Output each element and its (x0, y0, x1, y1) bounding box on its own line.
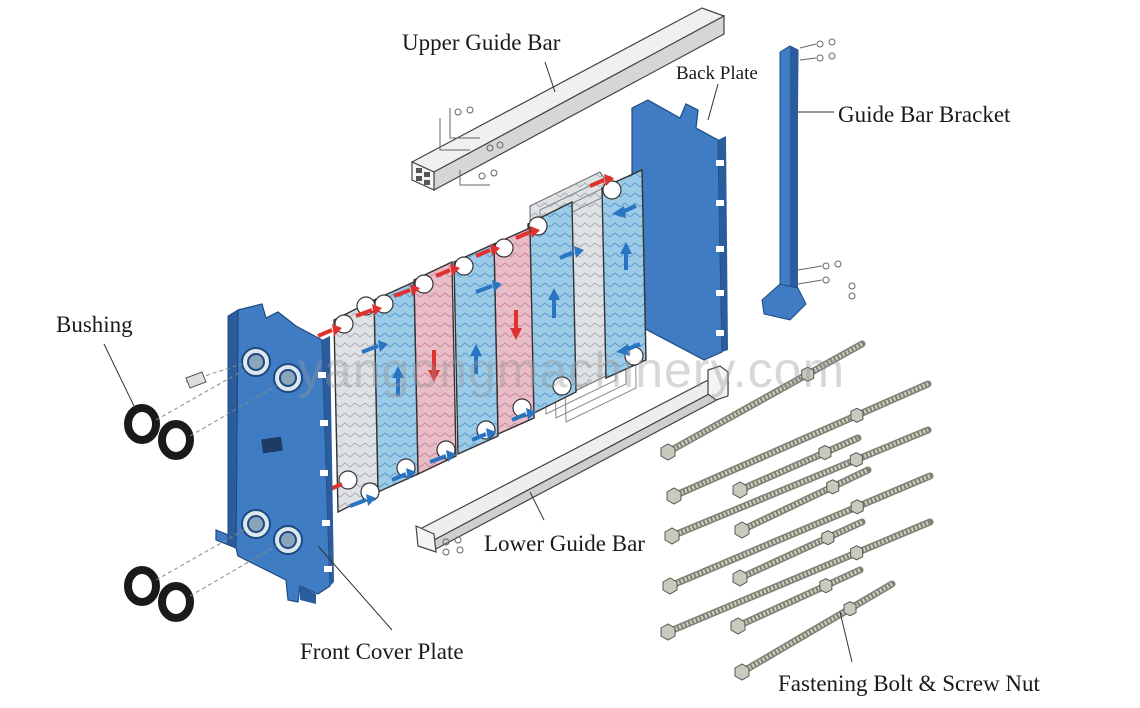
blue-arrow-icon (429, 450, 456, 464)
fastening-bolt (666, 380, 932, 505)
fastening-bolt (732, 518, 866, 587)
blue-arrow-icon (616, 342, 641, 356)
front-cover-ports (241, 347, 303, 555)
bolt-head (734, 521, 750, 539)
back-plate (631, 99, 728, 361)
screw-nut (819, 578, 833, 594)
guide-bar-bracket-label: Guide Bar Bracket (838, 102, 1011, 127)
front-cover-plate-label: Front Cover Plate (300, 639, 464, 664)
bolt-head (662, 577, 678, 595)
fastening-bolt-label: Fastening Bolt & Screw Nut (778, 671, 1040, 696)
fastening-bolts (660, 340, 934, 681)
bushing-label: Bushing (56, 312, 133, 337)
bushing-leader (103, 343, 135, 407)
fastening-bolt (732, 434, 862, 499)
bolt-head (664, 527, 680, 545)
bushings (124, 363, 277, 622)
bolt-head (732, 569, 748, 587)
bushing-bottom-right (158, 582, 194, 622)
screw-nut (843, 601, 857, 617)
screw-nut (850, 407, 864, 423)
watermark-text: yangongmachinery.com (298, 342, 846, 398)
plate-grey-start (333, 296, 380, 514)
bolt-head (730, 617, 746, 635)
blue-arrow-icon (559, 246, 584, 260)
bolt-head (666, 487, 682, 505)
red-arrow-icon (355, 304, 382, 318)
plate-blue-4 (601, 168, 647, 380)
red-arrow-icon (435, 264, 460, 278)
red-arrow-icon (475, 244, 500, 258)
blue-arrow-icon (511, 408, 536, 422)
bushing-top-left (124, 404, 160, 444)
screw-nut (801, 366, 815, 382)
bolt-head (660, 623, 676, 641)
fastening-bolt (664, 426, 932, 545)
lower-guide-bar (415, 365, 730, 556)
red-arrow-icon (510, 310, 522, 340)
red-arrow-icon (515, 226, 540, 240)
fastening-bolt (734, 466, 872, 539)
fastening-bolt (662, 472, 934, 595)
blue-arrow-icon (471, 428, 496, 442)
screw-nut (849, 452, 863, 468)
lower-guide-bar-label: Lower Guide Bar (484, 531, 645, 556)
blue-arrow-icon (475, 280, 502, 294)
fastening-bolt (660, 518, 934, 641)
bushing-bottom-left (124, 566, 160, 606)
blue-arrow-icon (392, 366, 404, 396)
upper-guide-bar (410, 7, 726, 192)
screw-nut (821, 530, 835, 546)
blue-arrow-icon (548, 288, 560, 318)
red-arrow-icon (317, 324, 342, 338)
screw-nut (850, 545, 864, 561)
screw-nut (826, 479, 840, 495)
fastening-bolt (734, 580, 896, 681)
blue-arrow-icon (470, 344, 482, 374)
guide-bar-bracket (761, 38, 856, 321)
screw-nut (818, 445, 832, 461)
bolt-head (660, 443, 676, 461)
bolt-head (734, 663, 750, 681)
fastening-bolt (660, 340, 866, 461)
fastening-bolt (730, 566, 864, 635)
blue-arrow-icon (391, 468, 416, 482)
lower-guide-bar-leader (529, 491, 545, 521)
red-arrow-icon (393, 284, 420, 298)
upper-guide-bar-label: Upper Guide Bar (402, 30, 561, 55)
red-arrow-icon (428, 350, 440, 382)
bushing-top-right (158, 420, 194, 460)
back-plate-leader (707, 83, 719, 121)
back-plate-label: Back Plate (676, 63, 758, 84)
blue-arrow-icon (620, 242, 632, 270)
front-cover-plate (215, 303, 334, 604)
bolt-head (732, 481, 748, 499)
upper-guide-bar-leader (544, 61, 556, 93)
blue-arrow-icon (612, 204, 637, 218)
fastening-bolt-leader (839, 611, 853, 663)
blue-arrow-icon (361, 340, 388, 354)
screw-nut (850, 499, 864, 515)
upper-guide-bar-screws (439, 106, 504, 186)
blue-arrow-icon (349, 494, 376, 508)
red-arrow-icon (589, 174, 614, 188)
front-cover-plate-leader (317, 545, 393, 631)
